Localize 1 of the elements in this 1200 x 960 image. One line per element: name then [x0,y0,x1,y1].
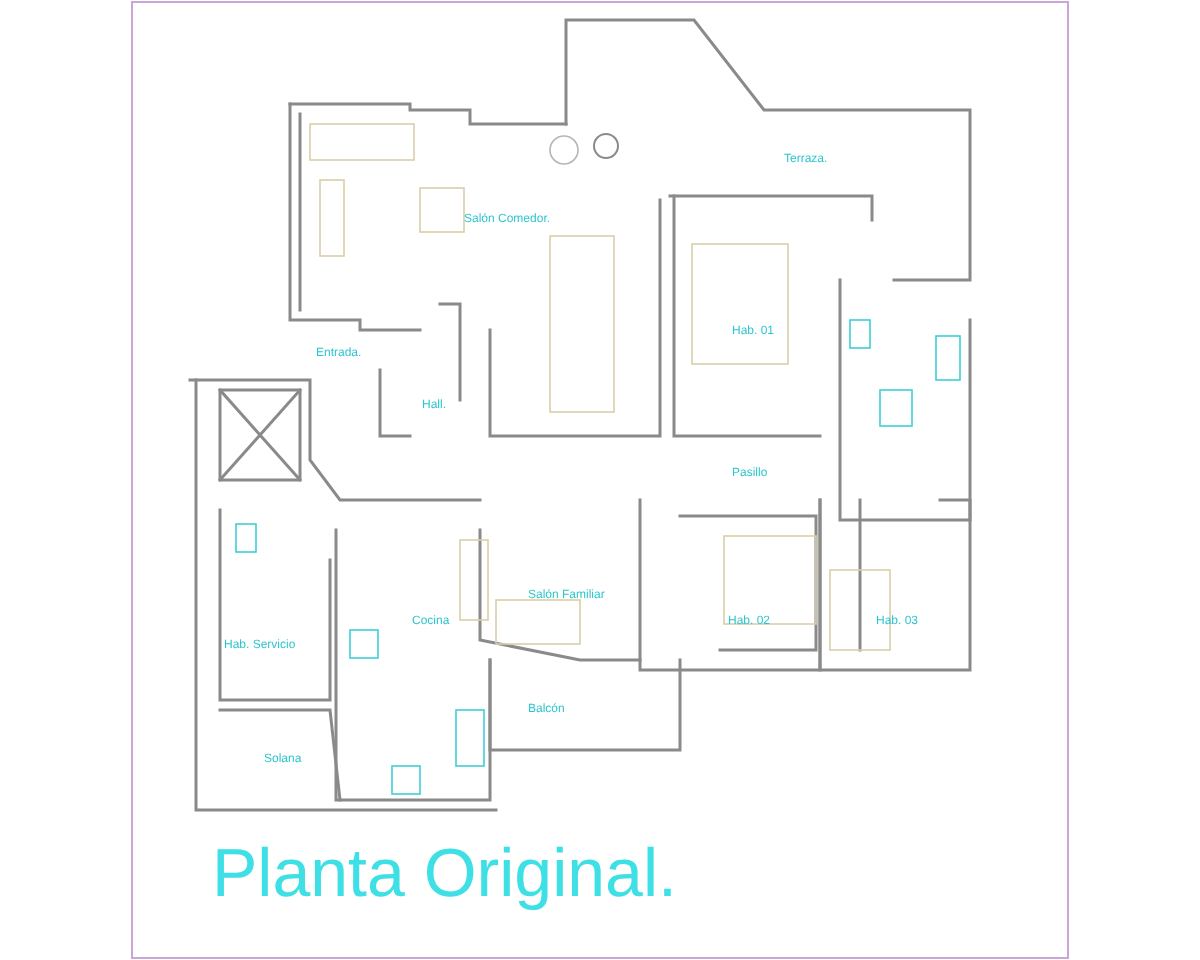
plan-title: Planta Original. [212,840,677,908]
